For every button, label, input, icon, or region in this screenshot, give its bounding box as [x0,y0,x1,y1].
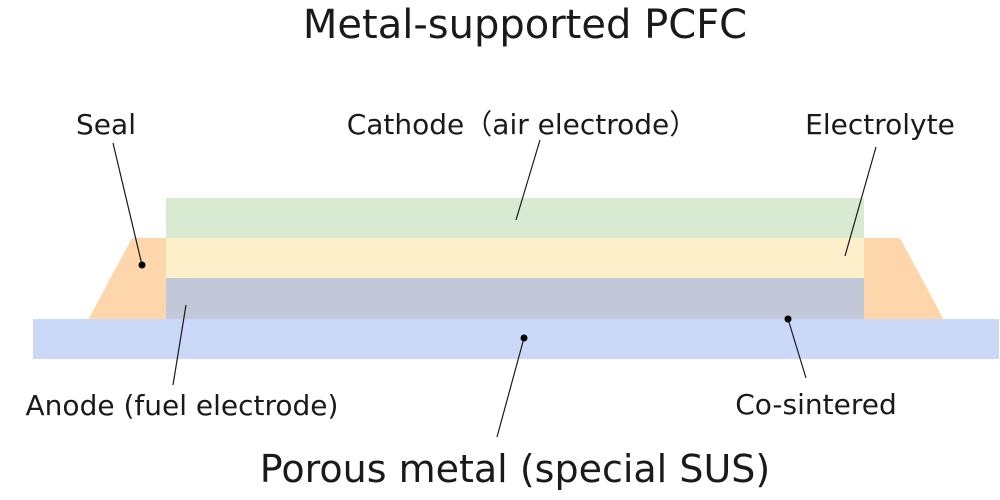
co-sintered-marker-dot [784,315,792,323]
cathode-layer [166,198,864,238]
porous-metal-label: Porous metal (special SUS) [260,447,770,491]
diagram-title: Metal-supported PCFC [303,2,747,48]
anode-leader-line [172,304,187,386]
cathode-label: Cathode（air electrode） [347,108,698,141]
electrolyte-label: Electrolyte [805,108,955,141]
seal-left [88,238,166,320]
porous-metal-leader-line [496,337,525,438]
porous-metal-layer [33,319,999,359]
seal-right [864,238,944,320]
co-sintered-leader-line [787,318,807,379]
co-sintered-label: Co-sintered [735,388,897,421]
seal-label: Seal [76,108,136,141]
electrolyte-layer [166,238,864,278]
electrolyte-leader-line [844,146,877,257]
porous-metal-marker-dot [520,334,528,342]
seal-leader-line [112,142,143,266]
seal-marker-dot [138,261,146,269]
anode-layer [166,278,864,319]
anode-label: Anode (fuel electrode) [26,389,339,422]
cathode-leader-line [515,139,541,221]
